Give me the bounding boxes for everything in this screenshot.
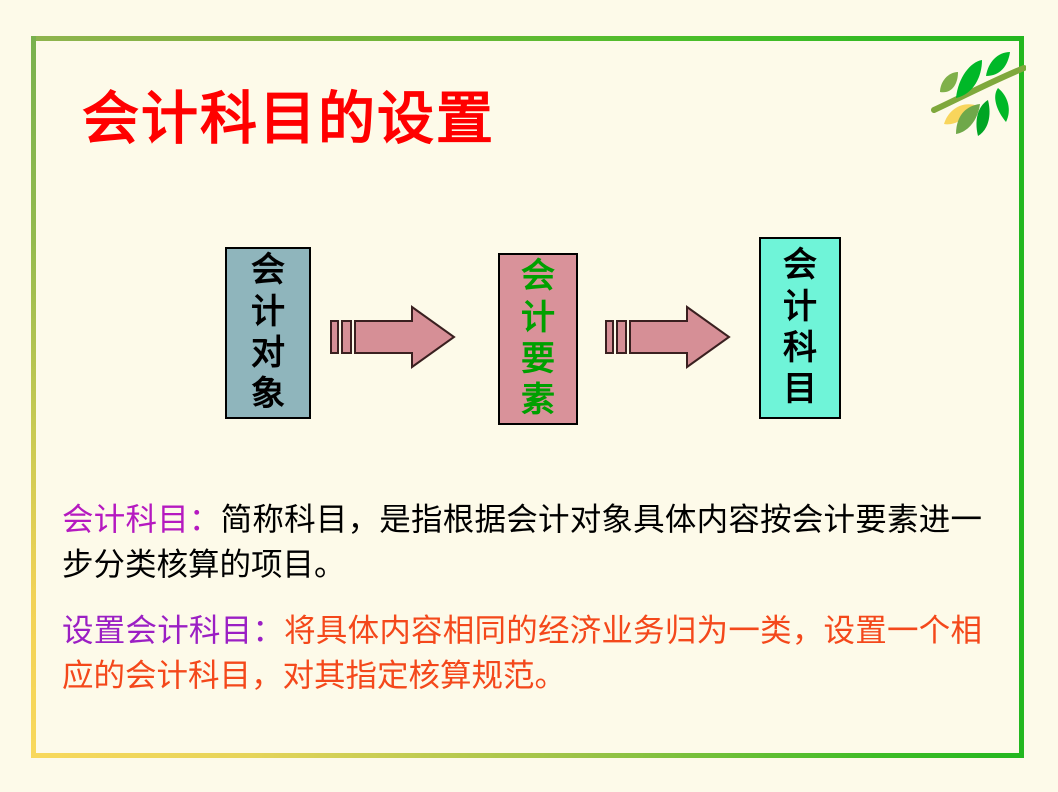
flow-box-char: 象 — [251, 374, 285, 415]
flow-box-char: 素 — [521, 380, 555, 421]
frame-edge-bottom — [31, 753, 1024, 758]
paragraph-body: 将具体内容相同的经济业务归为一类，设置一个相应的会计科目，对其指定核算规范。 — [62, 613, 982, 694]
flow-box-char: 会 — [251, 250, 285, 291]
page-title: 会计科目的设置 — [82, 86, 495, 152]
flow-arrow-object-to-element — [330, 305, 456, 369]
paragraph-lead: 设置会计科目： — [62, 613, 285, 649]
frame-edge-top — [31, 36, 1024, 41]
body-text-block: 会计科目：简称科目，是指根据会计对象具体内容按会计要素进一步分类核算的项目。 设… — [62, 498, 982, 699]
flow-box-accounting-subject: 会 计 科 目 — [759, 237, 841, 419]
flow-box-char: 目 — [783, 369, 817, 410]
leaf-branch-icon — [920, 38, 1027, 144]
flow-box-char: 会 — [521, 256, 555, 297]
flow-diagram: 会 计 对 象 会 计 要 素 会 计 — [225, 233, 845, 433]
paragraph-definition-setting-subject: 设置会计科目：将具体内容相同的经济业务归为一类，设置一个相应的会计科目，对其指定… — [62, 609, 982, 698]
paragraph-body: 简称科目，是指根据会计对象具体内容按会计要素进一步分类核算的项目。 — [62, 502, 982, 582]
flow-box-char: 要 — [521, 339, 555, 379]
flow-box-accounting-object: 会 计 对 象 — [225, 247, 311, 419]
flow-box-accounting-element: 会 计 要 素 — [498, 253, 578, 425]
frame-edge-right — [1019, 36, 1024, 758]
flow-arrow-element-to-subject — [605, 305, 731, 369]
paragraph-definition-accounting-subject: 会计科目：简称科目，是指根据会计对象具体内容按会计要素进一步分类核算的项目。 — [62, 498, 982, 587]
flow-box-char: 计 — [783, 286, 817, 327]
flow-box-char: 会 — [783, 245, 817, 286]
flow-box-char: 计 — [521, 297, 555, 338]
flow-box-char: 科 — [783, 328, 817, 368]
flow-box-char: 计 — [251, 291, 285, 332]
flow-box-char: 对 — [251, 333, 285, 373]
paragraph-lead: 会计科目： — [62, 502, 221, 537]
frame-edge-left — [31, 36, 36, 758]
